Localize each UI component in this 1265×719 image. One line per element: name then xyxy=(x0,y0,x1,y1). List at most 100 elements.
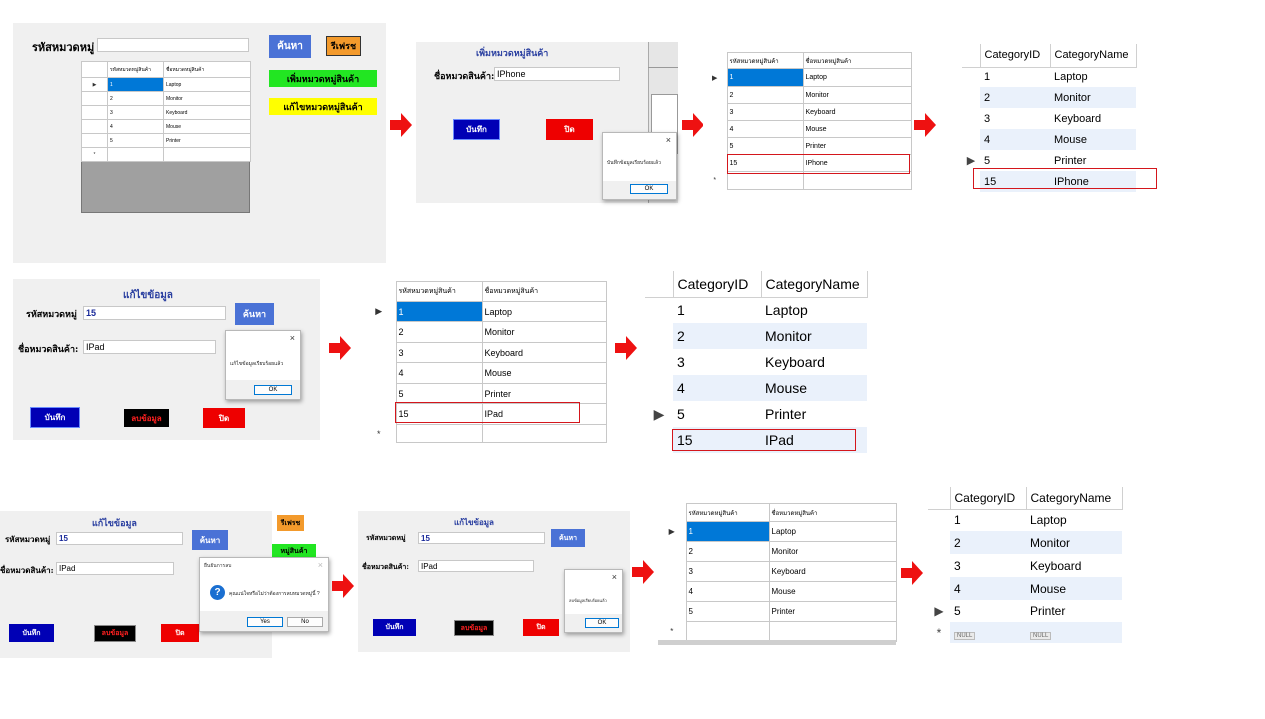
grid-header-name[interactable]: ชื่อหมวดหมู่สินค้า xyxy=(768,503,897,522)
category-name-input[interactable]: IPhone xyxy=(494,67,620,81)
no-button[interactable]: No xyxy=(287,617,323,627)
category-code-input[interactable]: 15 xyxy=(56,532,183,545)
search-button[interactable]: ค้นหา xyxy=(551,529,585,547)
delete-button[interactable]: ลบข้อมูล xyxy=(454,620,494,636)
row-header[interactable] xyxy=(81,119,108,134)
table-cell[interactable]: Monitor xyxy=(768,541,897,562)
grid-header-code[interactable]: รหัสหมวดหมู่สินค้า xyxy=(685,503,770,522)
table-cell[interactable]: Mouse xyxy=(163,119,251,134)
row-header[interactable] xyxy=(658,602,686,622)
save-button[interactable]: บันทึก xyxy=(30,407,80,428)
table-cell[interactable]: Mouse xyxy=(802,120,912,138)
table-cell[interactable]: Printer xyxy=(481,383,607,404)
table-cell[interactable]: Monitor xyxy=(802,86,912,104)
table-cell[interactable] xyxy=(481,424,607,443)
table-cell[interactable]: Mouse xyxy=(768,581,897,602)
table-cell[interactable]: Printer xyxy=(768,601,897,622)
row-header[interactable] xyxy=(362,384,396,404)
row-header[interactable] xyxy=(362,363,396,384)
table-cell[interactable]: Laptop xyxy=(163,77,251,92)
row-header[interactable] xyxy=(658,542,686,562)
category-search-input[interactable] xyxy=(97,38,249,52)
row-header[interactable] xyxy=(703,104,727,121)
add-category-button[interactable]: หมู่สินค้า xyxy=(272,544,316,558)
table-cell[interactable]: 3 xyxy=(726,103,804,121)
table-cell[interactable]: Keyboard xyxy=(802,103,912,121)
category-name-input[interactable]: IPad xyxy=(418,560,534,572)
close-button[interactable]: ปิด xyxy=(161,624,199,642)
refresh-button[interactable]: รีเฟรช xyxy=(326,36,361,56)
table-cell[interactable]: 5 xyxy=(395,383,483,404)
row-header[interactable] xyxy=(362,404,396,425)
table-cell[interactable] xyxy=(685,621,770,642)
grid-header-name[interactable]: ชื่อหมวดหมู่สินค้า xyxy=(802,52,912,69)
row-header[interactable] xyxy=(703,121,727,138)
table-cell[interactable]: 3 xyxy=(107,105,164,120)
table-cell[interactable]: 2 xyxy=(726,86,804,104)
row-header[interactable] xyxy=(658,562,686,582)
yes-button[interactable]: Yes xyxy=(247,617,283,627)
ok-button[interactable]: OK xyxy=(585,618,619,628)
delete-button[interactable]: ลบข้อมูล xyxy=(94,625,136,642)
ok-button[interactable]: OK xyxy=(630,184,668,194)
add-category-button[interactable]: เพิ่มหมวดหมู่สินค้า xyxy=(269,70,377,87)
close-button[interactable]: ปิด xyxy=(203,408,245,428)
grid-header-code[interactable]: รหัสหมวดหมู่สินค้า xyxy=(726,52,804,69)
row-header[interactable] xyxy=(703,87,727,104)
row-header[interactable] xyxy=(81,133,108,148)
table-cell[interactable]: 4 xyxy=(685,581,770,602)
close-icon[interactable]: × xyxy=(611,572,617,582)
grid-header-name[interactable]: ชื่อหมวดหมู่สินค้า xyxy=(481,281,607,302)
table-cell[interactable] xyxy=(107,147,164,162)
table-cell[interactable]: 3 xyxy=(685,561,770,582)
table-cell[interactable]: 5 xyxy=(726,137,804,155)
search-button[interactable]: ค้นหา xyxy=(235,303,274,325)
save-button[interactable]: บันทึก xyxy=(9,624,54,642)
table-cell[interactable]: Mouse xyxy=(481,362,607,384)
table-cell[interactable]: 2 xyxy=(685,541,770,562)
table-cell[interactable]: 1 xyxy=(107,77,164,92)
table-cell[interactable]: 2 xyxy=(107,91,164,106)
close-icon[interactable]: × xyxy=(289,333,295,343)
table-cell[interactable]: 5 xyxy=(685,601,770,622)
table-cell[interactable]: Monitor xyxy=(163,91,251,106)
row-header[interactable] xyxy=(362,322,396,343)
refresh-button[interactable]: รีเฟรช xyxy=(277,515,304,531)
row-header[interactable] xyxy=(703,155,727,172)
grid-header-name[interactable]: ชื่อหมวดหมู่สินค้า xyxy=(163,61,251,78)
close-button[interactable]: ปิด xyxy=(523,619,559,636)
row-header[interactable] xyxy=(658,582,686,602)
table-cell[interactable]: 1 xyxy=(685,521,770,542)
table-cell[interactable]: 1 xyxy=(726,68,804,87)
table-cell[interactable]: Keyboard xyxy=(768,561,897,582)
table-cell[interactable]: 1 xyxy=(395,301,483,322)
row-header[interactable] xyxy=(362,343,396,363)
close-icon[interactable]: × xyxy=(317,560,323,570)
table-cell[interactable]: 4 xyxy=(107,119,164,134)
table-cell[interactable] xyxy=(768,621,897,642)
table-cell[interactable] xyxy=(726,171,804,190)
save-button[interactable]: บันทึก xyxy=(373,619,416,636)
table-cell[interactable]: Keyboard xyxy=(163,105,251,120)
delete-button[interactable]: ลบข้อมูล xyxy=(124,409,169,427)
table-cell[interactable] xyxy=(395,424,483,443)
close-icon[interactable]: × xyxy=(665,135,671,145)
table-cell[interactable]: Keyboard xyxy=(481,342,607,363)
grid-header-code[interactable]: รหัสหมวดหมู่สินค้า xyxy=(395,281,483,302)
table-cell[interactable] xyxy=(802,171,912,190)
table-cell[interactable]: Printer xyxy=(802,137,912,155)
row-header[interactable] xyxy=(81,105,108,120)
grid-header-code[interactable]: รหัสหมวดหมู่สินค้า xyxy=(107,61,164,78)
search-button[interactable]: ค้นหา xyxy=(192,530,228,550)
table-cell[interactable]: 2 xyxy=(395,321,483,343)
table-cell[interactable]: 4 xyxy=(726,120,804,138)
ok-button[interactable]: OK xyxy=(254,385,292,395)
row-header[interactable] xyxy=(81,91,108,106)
table-cell[interactable]: Printer xyxy=(163,133,251,148)
close-button[interactable]: ปิด xyxy=(546,119,593,140)
save-button[interactable]: บันทึก xyxy=(453,119,500,140)
category-code-input[interactable]: 15 xyxy=(418,532,545,544)
